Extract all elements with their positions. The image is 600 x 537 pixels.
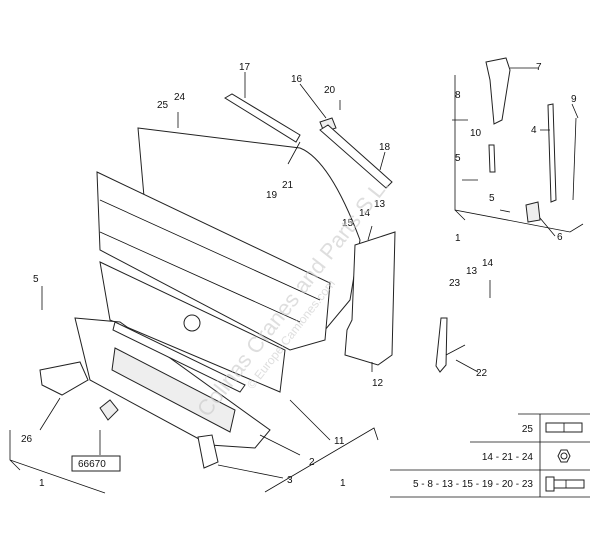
callout-13: 13 bbox=[466, 266, 478, 277]
callout-17: 17 bbox=[239, 62, 251, 73]
callout-5: 5 bbox=[33, 274, 39, 285]
bracket-7 bbox=[485, 57, 511, 125]
rod-4 bbox=[547, 103, 557, 203]
corner-panel bbox=[344, 231, 396, 366]
nut-icon bbox=[557, 449, 571, 463]
callout-10: 10 bbox=[470, 128, 482, 139]
callout-18: 18 bbox=[379, 142, 391, 153]
callout-25: 25 bbox=[157, 100, 169, 111]
callout-14: 14 bbox=[482, 258, 494, 269]
callout-24: 24 bbox=[174, 92, 186, 103]
emblem bbox=[99, 399, 119, 421]
spacer-10 bbox=[488, 144, 496, 173]
callout-5: 5 bbox=[489, 193, 495, 204]
callout-1: 1 bbox=[455, 233, 461, 244]
callout-14: 14 bbox=[359, 208, 371, 219]
clip-6 bbox=[525, 201, 541, 223]
callout-1: 1 bbox=[39, 478, 45, 489]
part-number: 66670 bbox=[78, 459, 106, 470]
rod-9 bbox=[572, 117, 577, 201]
callout-16: 16 bbox=[291, 74, 303, 85]
bracket-18 bbox=[319, 124, 393, 189]
callout-22: 22 bbox=[476, 368, 488, 379]
fastener-legend: 25 14 - 21 - 24 5 - 8 - 13 - 15 - 19 - 2… bbox=[390, 413, 590, 498]
callout-19: 19 bbox=[266, 190, 278, 201]
bracket-22 bbox=[435, 317, 448, 373]
callout-4: 4 bbox=[531, 125, 537, 136]
callout-23: 23 bbox=[449, 278, 461, 289]
grille-frame bbox=[96, 171, 331, 351]
legend-refs-bolt: 5 - 8 - 13 - 15 - 19 - 20 - 23 bbox=[413, 479, 533, 490]
bolt-icon bbox=[545, 476, 585, 492]
callout-13: 13 bbox=[374, 199, 386, 210]
bracket-26 bbox=[39, 361, 89, 396]
callout-9: 9 bbox=[571, 94, 577, 105]
callout-5: 5 bbox=[455, 153, 461, 164]
callout-20: 20 bbox=[324, 85, 336, 96]
callout-15: 15 bbox=[342, 218, 354, 229]
callout-8: 8 bbox=[455, 90, 461, 101]
callout-21: 21 bbox=[282, 180, 294, 191]
legend-refs-clip: 25 bbox=[522, 424, 534, 435]
callout-6: 6 bbox=[557, 232, 563, 243]
callout-12: 12 bbox=[372, 378, 384, 389]
callout-11: 11 bbox=[334, 436, 345, 447]
bracket-17 bbox=[224, 93, 301, 143]
grille-mesh bbox=[111, 347, 236, 433]
callout-26: 26 bbox=[21, 434, 33, 445]
clip-icon bbox=[545, 422, 583, 433]
callout-2: 2 bbox=[309, 457, 315, 468]
part-number-box bbox=[71, 455, 121, 472]
callout-1: 1 bbox=[340, 478, 346, 489]
legend-refs-nut: 14 - 21 - 24 bbox=[482, 452, 534, 463]
callout-3: 3 bbox=[287, 475, 293, 486]
callout-7: 7 bbox=[536, 62, 542, 73]
bracket-3 bbox=[197, 434, 219, 469]
